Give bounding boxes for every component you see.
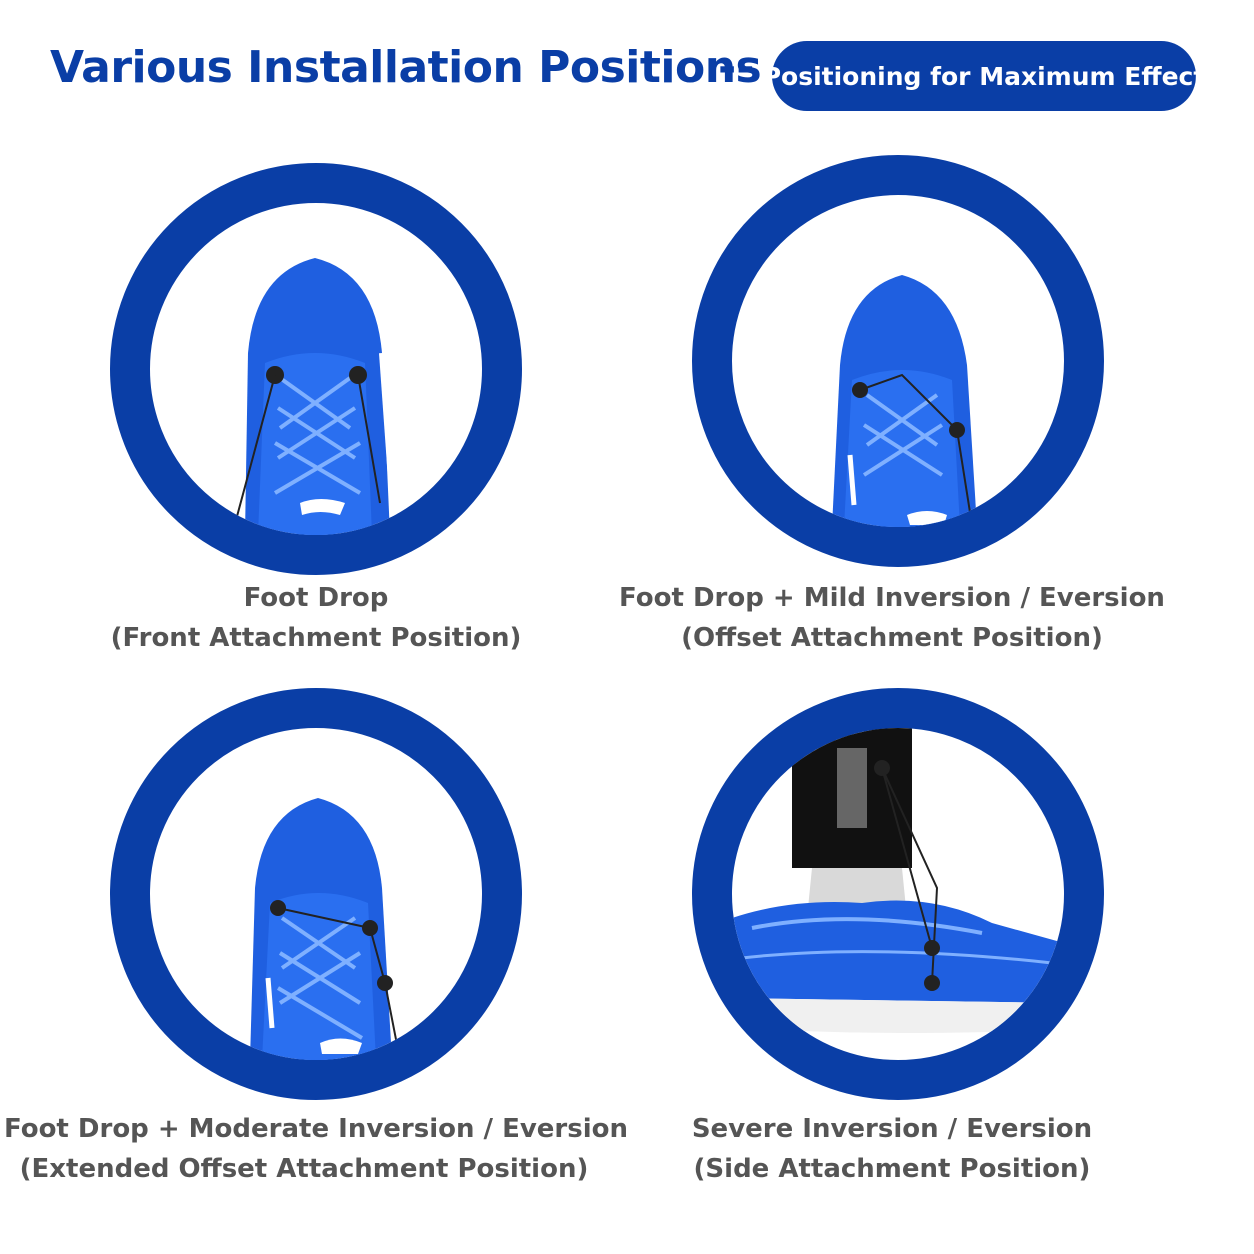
shoe-side-view-icon: [732, 728, 1064, 1033]
positioning-badge: Positioning for Maximum Effect: [763, 41, 1205, 111]
caption-side-line2: (Side Attachment Position): [693, 1154, 1091, 1184]
front-attachment-image: [110, 163, 522, 575]
offset-attachment-image: [692, 155, 1104, 567]
extended-offset-attachment-image: [110, 688, 522, 1100]
shoe-extended-offset-view-icon: [250, 798, 401, 1060]
caption-offset-line1: Foot Drop + Mild Inversion / Eversion: [619, 583, 1165, 613]
caption-front-line2: (Front Attachment Position): [110, 623, 522, 653]
side-attachment-image: [692, 688, 1104, 1100]
caption-offset-attachment: Foot Drop + Mild Inversion / Eversion (O…: [592, 578, 1192, 658]
shoe-offset-view-icon: [832, 275, 977, 527]
shoe-front-view-icon: [231, 258, 398, 535]
caption-side-attachment: Severe Inversion / Eversion (Side Attach…: [592, 1109, 1192, 1189]
page-title: Various Installation Positions: [50, 42, 762, 93]
caption-extended-line2: (Extended Offset Attachment Position): [19, 1154, 589, 1184]
caption-side-line1: Severe Inversion / Eversion: [691, 1114, 1093, 1144]
caption-extended-line1: Foot Drop + Moderate Inversion / Eversio…: [4, 1114, 629, 1144]
caption-extended-offset-attachment: Foot Drop + Moderate Inversion / Eversio…: [4, 1109, 629, 1189]
caption-offset-line2: (Offset Attachment Position): [681, 623, 1103, 653]
caption-front-attachment: Foot Drop (Front Attachment Position): [16, 578, 616, 658]
title-dashes: --: [718, 42, 755, 93]
caption-front-line1: Foot Drop: [243, 583, 389, 613]
